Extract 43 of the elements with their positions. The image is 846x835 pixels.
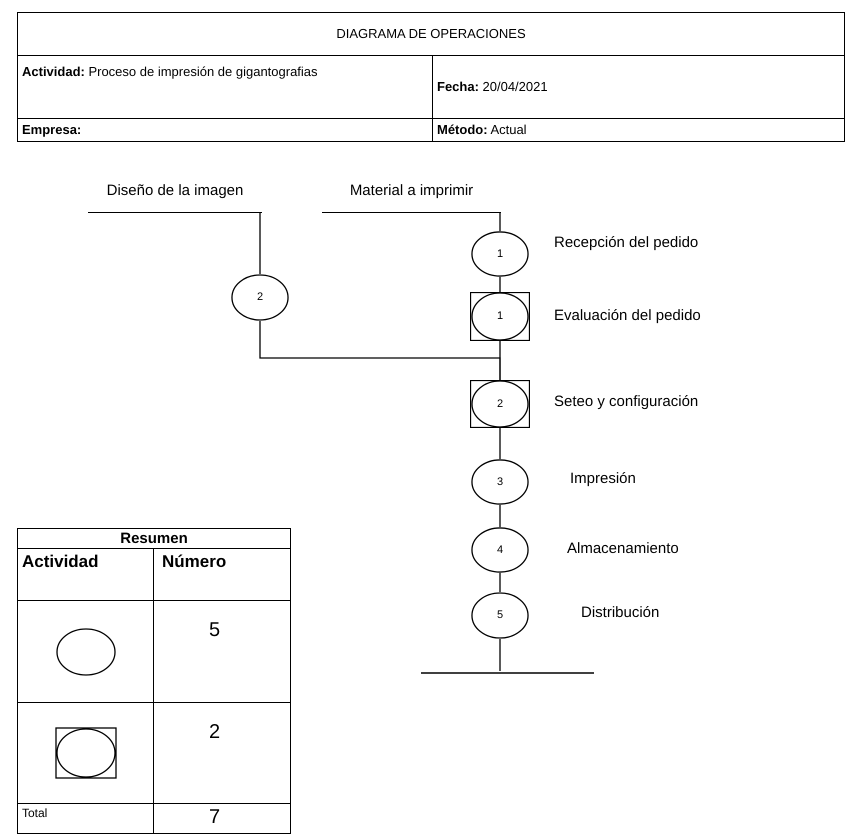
step-label: Evaluación del pedido [554, 306, 701, 326]
flow-line [499, 213, 501, 231]
flow-line [499, 341, 501, 380]
table-cell: 7 [209, 806, 220, 828]
operation-circle [471, 459, 529, 505]
step-number: 3 [496, 474, 504, 490]
table-cell-text: Fecha: 20/04/2021 [437, 78, 548, 96]
table-title: DIAGRAMA DE OPERACIONES [18, 13, 844, 56]
combined-operation-symbol [470, 292, 530, 341]
step-label: Recepción del pedido [554, 233, 698, 253]
table-cell: Número [162, 552, 226, 571]
step-number: 2 [256, 290, 264, 306]
table-cell: Resumen [120, 530, 188, 547]
step-label: Almacenamiento [567, 539, 679, 559]
step-label: Seteo y configuración [554, 392, 698, 412]
flow-line [499, 639, 501, 671]
table-cell-text: Empresa: [22, 121, 82, 140]
operation-circle [471, 592, 529, 639]
step-number: 4 [496, 542, 504, 558]
end-line [421, 671, 594, 675]
step-number: 1 [496, 246, 504, 262]
flow-line [499, 573, 501, 592]
operation-circle [471, 527, 529, 573]
step-number: 1 [496, 309, 504, 324]
input-label: Material a imprimir [350, 181, 474, 201]
operation-circle [471, 231, 529, 277]
table-cell: Actividad [22, 552, 99, 571]
input-label: Diseño de la imagen [106, 181, 244, 201]
step-number: 5 [496, 608, 504, 624]
combined-operation-symbol [470, 380, 530, 428]
table-cell-text: Método: Actual [437, 121, 527, 140]
step-label: Impresión [570, 469, 636, 489]
table-cell-text: Actividad: Proceso de impresión de gigantografias [22, 63, 319, 81]
flow-line [499, 505, 501, 527]
flow-line [499, 277, 501, 292]
step-label: Distribución [581, 603, 660, 623]
table-cell: Total [22, 806, 48, 820]
step-number: 2 [496, 396, 504, 412]
table-cell: 5 [209, 619, 220, 641]
table-cell: 2 [209, 721, 220, 743]
operation-circle [231, 274, 289, 321]
flow-line [499, 428, 501, 459]
flow-line [259, 213, 261, 274]
